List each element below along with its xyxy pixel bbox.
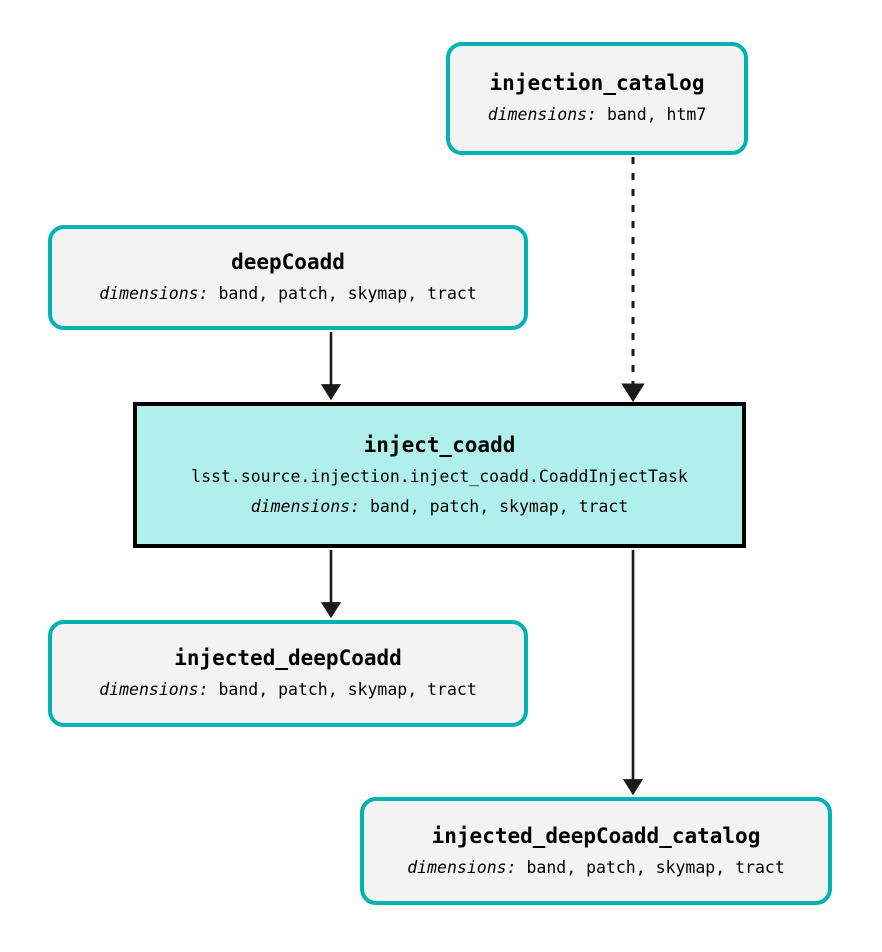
node-injection-catalog[interactable]: injection_catalog dimensions: band, htm7	[446, 42, 748, 155]
node-dimensions: dimensions: band, patch, skymap, tract	[99, 681, 477, 699]
node-injected-deepcoadd-catalog[interactable]: injected_deepCoadd_catalog dimensions: b…	[360, 797, 832, 905]
dimensions-label: dimensions:	[99, 284, 209, 304]
node-dimensions: dimensions: band, patch, skymap, tract	[99, 285, 477, 303]
node-title: injection_catalog	[489, 71, 705, 96]
node-injected-deepcoadd[interactable]: injected_deepCoadd dimensions: band, pat…	[48, 620, 528, 727]
node-title: deepCoadd	[231, 250, 345, 275]
dimensions-label: dimensions:	[99, 680, 209, 700]
dimensions-label: dimensions:	[407, 857, 517, 877]
node-title: injected_deepCoadd	[174, 646, 402, 671]
dimensions-value: band, patch, skymap, tract	[218, 680, 477, 700]
dimensions-label: dimensions:	[250, 496, 361, 516]
node-inject-coadd-task[interactable]: inject_coadd lsst.source.injection.injec…	[133, 402, 746, 548]
node-class-path: lsst.source.injection.inject_coadd.Coadd…	[191, 467, 688, 487]
node-deepcoadd[interactable]: deepCoadd dimensions: band, patch, skyma…	[48, 225, 528, 330]
node-title: inject_coadd	[363, 433, 516, 458]
dimensions-label: dimensions:	[487, 105, 597, 125]
node-title: injected_deepCoadd_catalog	[431, 823, 761, 848]
dimensions-value: band, htm7	[606, 105, 707, 125]
dimensions-value: band, patch, skymap, tract	[218, 284, 477, 304]
node-dimensions: dimensions: band, htm7	[488, 106, 707, 124]
dimensions-value: band, patch, skymap, tract	[526, 857, 785, 877]
dimensions-value: band, patch, skymap, tract	[369, 496, 629, 516]
node-dimensions: dimensions: band, patch, skymap, tract	[407, 857, 785, 877]
node-dimensions: dimensions: band, patch, skymap, tract	[250, 496, 629, 516]
